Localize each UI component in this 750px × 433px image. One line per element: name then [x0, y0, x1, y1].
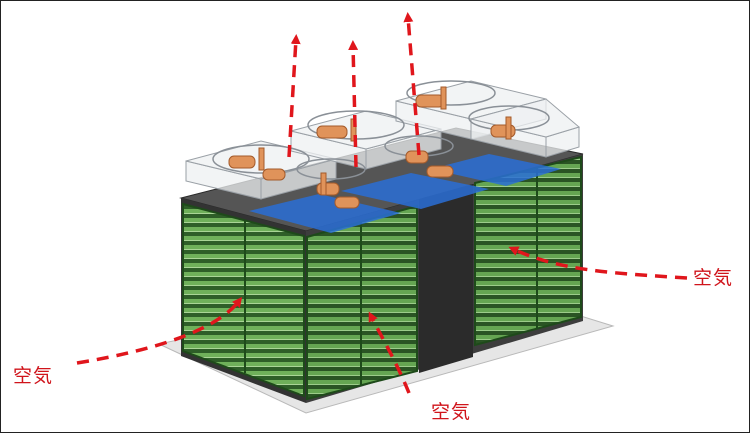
- air-label-left: 空気: [13, 365, 54, 387]
- water-basin-2: [341, 173, 489, 209]
- air-label-right: 空気: [693, 267, 734, 289]
- water-basin-1: [249, 194, 401, 233]
- intake-arrow-bottom: [368, 311, 411, 394]
- intake-arrow-right: [508, 246, 688, 280]
- intake-arrow-left: [76, 297, 243, 365]
- water-basin-3: [431, 154, 561, 186]
- spray-pipes: [228, 86, 516, 209]
- coil-panel-right-right: [474, 155, 582, 347]
- exhaust-arrow-3: [403, 12, 421, 156]
- center-column: [419, 184, 473, 373]
- exhaust-arrow-2: [348, 40, 359, 168]
- air-label-bottom: 空気: [431, 401, 472, 423]
- coil-panel-front-left: [182, 202, 305, 398]
- airflow-arrows: [76, 12, 688, 394]
